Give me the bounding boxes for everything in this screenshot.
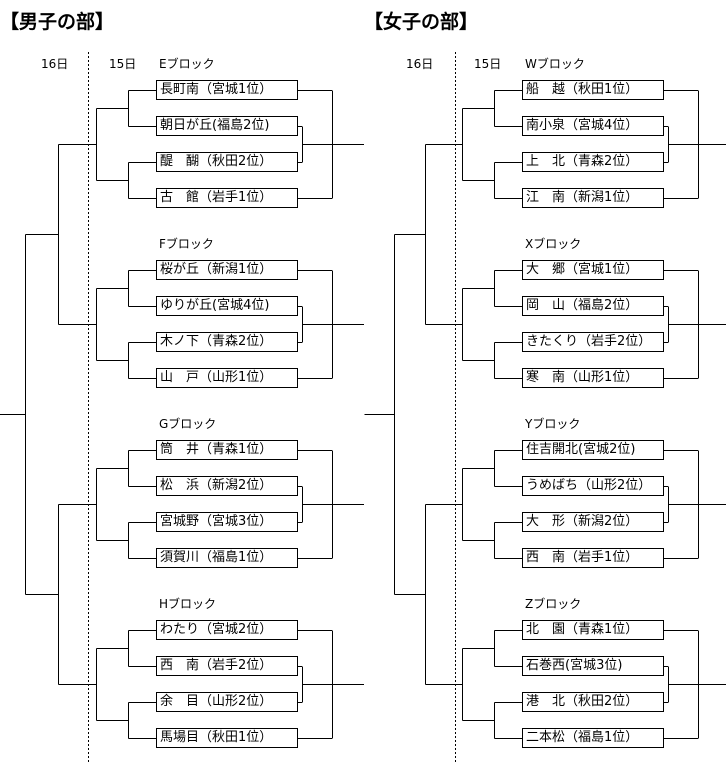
team-box: 宮城野（宮城3位） [156,512,298,532]
day-label-final-girls: 16日 [406,57,434,71]
team-box: 長町南（宮城1位） [156,80,298,100]
team-box: 南小泉（宮城4位） [522,116,664,136]
team-box: 港 北（秋田2位） [522,692,664,712]
team-box: 古 館（岩手1位） [156,188,298,208]
team-box: 松 浜（新潟2位） [156,476,298,496]
section-title-girls: 【女子の部】 [364,11,479,33]
day-label-final-boys: 16日 [41,57,69,71]
team-box: 上 北（青森2位） [522,152,664,172]
team-box: うめばち（山形2位） [522,476,664,496]
day-label-block-girls: 15日 [474,57,502,71]
team-box: 大 郷（宮城1位） [522,260,664,280]
team-box: きたくり（岩手2位） [522,332,664,352]
block-label: Eブロック [159,57,215,71]
block-label: Hブロック [159,597,217,611]
team-box: 筒 井（青森1位） [156,440,298,460]
team-box: ゆりが丘(宮城4位) [156,296,298,316]
team-box: 岡 山（福島2位） [522,296,664,316]
block-label: Yブロック [525,417,581,431]
team-box: 寒 南（山形1位） [522,368,664,388]
team-box: 大 形（新潟2位） [522,512,664,532]
block-label: Gブロック [159,417,217,431]
team-box: わたり（宮城2位） [156,620,298,640]
team-box: 余 目（山形2位） [156,692,298,712]
team-box: 馬場目（秋田1位） [156,728,298,748]
team-box: 住吉開北(宮城2位) [522,440,664,460]
team-box: 須賀川（福島1位） [156,548,298,568]
day-label-block-boys: 15日 [109,57,137,71]
team-box: 朝日が丘(福島2位) [156,116,298,136]
team-box: 木ノ下（青森2位） [156,332,298,352]
team-box: 北 園（青森1位） [522,620,664,640]
team-box: 山 戸（山形1位） [156,368,298,388]
team-box: 石巻西(宮城3位) [522,656,664,676]
block-label: Fブロック [159,237,214,251]
team-box: 西 南（岩手2位） [156,656,298,676]
team-box: 江 南（新潟1位） [522,188,664,208]
team-box: 二本松（福島1位） [522,728,664,748]
block-label: Zブロック [525,597,582,611]
team-box: 醍 醐（秋田2位） [156,152,298,172]
block-label: Wブロック [525,57,585,71]
block-label: Xブロック [525,237,582,251]
team-box: 桜が丘（新潟1位） [156,260,298,280]
team-box: 西 南（岩手1位） [522,548,664,568]
team-box: 船 越（秋田1位） [522,80,664,100]
section-title-boys: 【男子の部】 [0,11,115,33]
